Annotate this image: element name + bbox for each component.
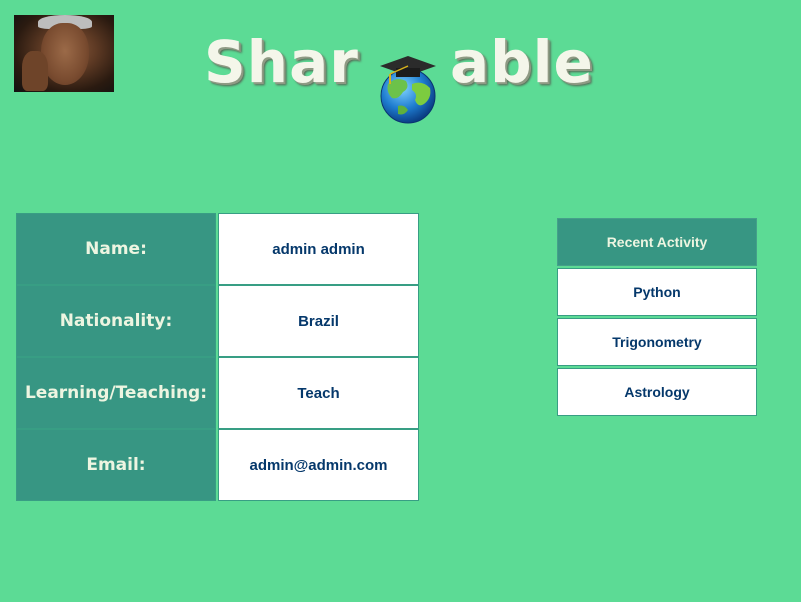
recent-activity-header: Recent Activity [557, 218, 757, 266]
profile-row-nationality: Nationality: Brazil [16, 285, 419, 357]
logo-text-part2: able [450, 28, 594, 96]
nationality-label: Nationality: [16, 285, 216, 357]
role-label: Learning/Teaching: [16, 357, 216, 429]
sharable-logo[interactable]: Shar able [200, 18, 610, 124]
profile-row-role: Learning/Teaching: Teach [16, 357, 419, 429]
activity-item-trigonometry[interactable]: Trigonometry [557, 318, 757, 366]
recent-activity-panel: Recent Activity Python Trigonometry Astr… [557, 218, 757, 416]
avatar-hand [22, 51, 48, 91]
logo-text-part1: Shar [204, 28, 359, 96]
email-value: admin@admin.com [218, 429, 419, 501]
profile-row-name: Name: admin admin [16, 213, 419, 285]
profile-info-table: Name: admin admin Nationality: Brazil Le… [14, 213, 421, 501]
nationality-value: Brazil [218, 285, 419, 357]
globe-graduation-cap-icon [380, 56, 436, 124]
email-label: Email: [16, 429, 216, 501]
profile-avatar [14, 15, 114, 92]
profile-row-email: Email: admin@admin.com [16, 429, 419, 501]
name-value: admin admin [218, 213, 419, 285]
role-value: Teach [218, 357, 419, 429]
name-label: Name: [16, 213, 216, 285]
activity-item-python[interactable]: Python [557, 268, 757, 316]
avatar-face [41, 23, 89, 85]
activity-item-astrology[interactable]: Astrology [557, 368, 757, 416]
